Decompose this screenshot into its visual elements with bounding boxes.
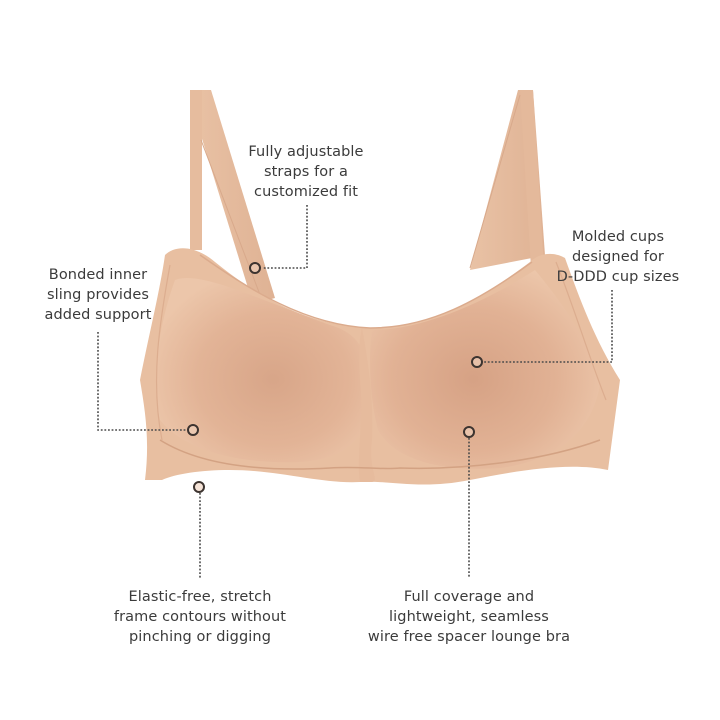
callout-line: Full coverage and bbox=[403, 589, 535, 605]
callout-molded-cups: Molded cups designed for D-DDD cup sizes bbox=[548, 227, 688, 287]
callout-line: wire free spacer lounge bra bbox=[367, 629, 571, 645]
left-strap bbox=[190, 90, 275, 304]
callout-line: sling provides bbox=[46, 287, 150, 303]
callout-line: frame contours without bbox=[113, 609, 287, 625]
callout-line: lightweight, seamless bbox=[389, 609, 549, 625]
callout-line: Fully adjustable bbox=[248, 144, 364, 160]
callout-frame: Elastic-free, stretch frame contours wit… bbox=[110, 587, 290, 647]
callout-line: pinching or digging bbox=[128, 629, 272, 645]
callout-line: straps for a bbox=[263, 164, 349, 180]
callout-line: Bonded inner bbox=[48, 267, 148, 283]
callout-coverage: Full coverage and lightweight, seamless … bbox=[364, 587, 574, 647]
callout-line: customized fit bbox=[254, 184, 358, 200]
callout-line: Molded cups bbox=[571, 229, 665, 245]
callout-line: added support bbox=[44, 307, 152, 323]
right-strap bbox=[469, 90, 546, 300]
callout-line: Elastic-free, stretch bbox=[128, 589, 272, 605]
callout-line: D-DDD cup sizes bbox=[556, 269, 680, 285]
callout-straps: Fully adjustable straps for a customized… bbox=[236, 142, 376, 202]
callout-line: designed for bbox=[572, 249, 664, 265]
callout-inner-sling: Bonded inner sling provides added suppor… bbox=[30, 265, 166, 325]
